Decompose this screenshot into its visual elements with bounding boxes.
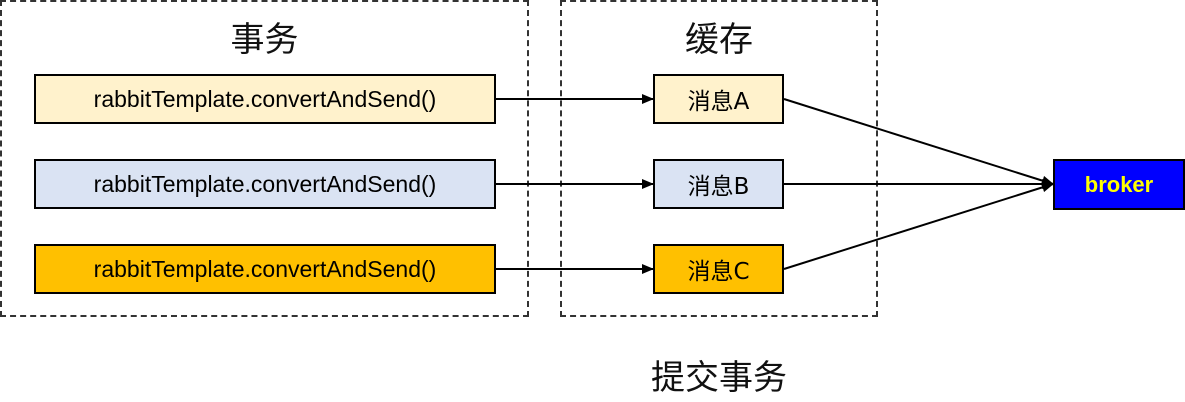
cache-group: 缓存 <box>560 0 878 317</box>
arrow-message-a-to-broker <box>783 98 1054 186</box>
transaction-group-title: 事务 <box>230 20 299 60</box>
arrow-message-c-to-broker <box>783 182 1054 270</box>
commit-transaction-label: 提交事务 <box>651 358 787 398</box>
cache-group-title: 缓存 <box>685 20 753 60</box>
message-box-b: 消息B <box>653 159 784 209</box>
transaction-group: 事务 <box>0 0 529 317</box>
message-box-a: 消息A <box>653 74 784 124</box>
call-box-1: rabbitTemplate.convertAndSend() <box>34 74 496 124</box>
call-box-3: rabbitTemplate.convertAndSend() <box>34 244 496 294</box>
call-box-2: rabbitTemplate.convertAndSend() <box>34 159 496 209</box>
broker-box: broker <box>1053 159 1185 210</box>
message-box-c: 消息C <box>653 244 784 294</box>
